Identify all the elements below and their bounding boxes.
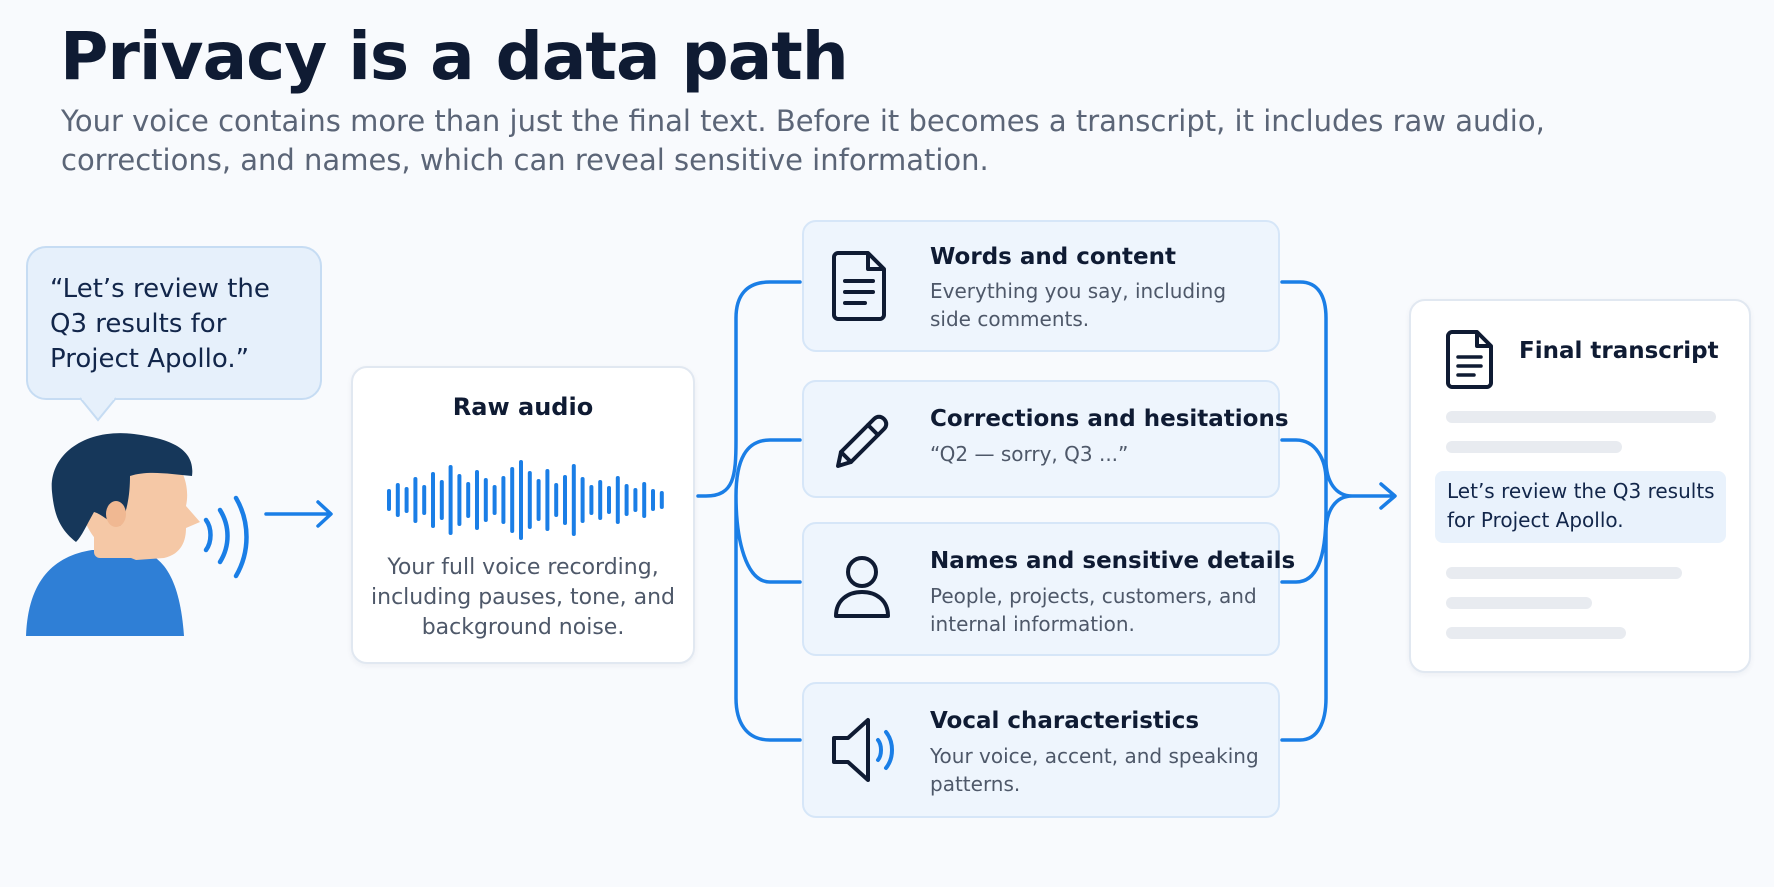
- waveform-bar: [431, 472, 435, 528]
- waveform-bar: [563, 475, 567, 525]
- person-icon: [834, 556, 890, 618]
- text-placeholder-line: [1446, 411, 1716, 423]
- text-placeholder-line: [1446, 441, 1622, 453]
- waveform-bar: [571, 464, 576, 536]
- category-card-names: Names and sensitive details People, proj…: [802, 522, 1295, 656]
- waveform-bar: [545, 469, 550, 531]
- waveform-bar: [422, 485, 427, 515]
- speaking-person-icon: [26, 433, 249, 636]
- waveform-bar: [633, 488, 638, 512]
- waveform-bar: [413, 477, 418, 523]
- category-description: Your voice, accent, and speaking pattern…: [930, 744, 1259, 796]
- waveform-bar: [580, 477, 585, 523]
- category-description: Everything you say, including side comme…: [930, 279, 1227, 331]
- raw-audio-description: Your full voice recording, including pau…: [371, 555, 675, 640]
- category-title: Words and content: [930, 244, 1176, 270]
- waveform-bar: [475, 470, 479, 530]
- arrow-to-raw-audio: [264, 500, 333, 528]
- waveform-bar: [492, 485, 497, 515]
- waveform-icon: [387, 460, 664, 540]
- text-placeholder-line: [1446, 627, 1626, 639]
- speech-bubble-quote: “Let’s review the Q3 results for Project…: [50, 274, 270, 374]
- waveform-bar: [439, 480, 444, 520]
- waveform-bar: [624, 484, 629, 516]
- raw-audio-card: Raw audio Your full voice recording, inc…: [351, 366, 695, 664]
- waveform-bar: [589, 485, 594, 515]
- text-placeholder-line: [1446, 567, 1682, 579]
- waveform-bar: [615, 476, 620, 524]
- category-title: Vocal characteristics: [930, 708, 1200, 734]
- transcript-highlight-text: Let’s review the Q3 results for Project …: [1447, 479, 1715, 532]
- category-description: People, projects, customers, and interna…: [930, 584, 1257, 636]
- final-transcript-title: Final transcript: [1519, 338, 1719, 364]
- waveform-bar: [483, 478, 488, 522]
- waveform-bar: [457, 474, 462, 526]
- page-title: Privacy is a data path: [60, 18, 849, 95]
- category-title: Names and sensitive details: [930, 548, 1296, 574]
- final-transcript-card: Final transcript Let’s review the Q3 res…: [1409, 299, 1751, 673]
- waveform-bar: [642, 482, 647, 518]
- category-title: Corrections and hesitations: [930, 406, 1289, 432]
- waveform-bar: [659, 491, 664, 509]
- speech-bubble: “Let’s review the Q3 results for Project…: [26, 246, 322, 400]
- transcript-highlight: Let’s review the Q3 results for Project …: [1435, 471, 1726, 543]
- waveform-bar: [395, 483, 400, 517]
- waveform-bar: [651, 489, 655, 511]
- category-description: “Q2 — sorry, Q3 ...”: [930, 442, 1129, 466]
- text-placeholder-line: [1446, 597, 1592, 609]
- waveform-bar: [404, 487, 409, 513]
- speech-bubble-tail: [79, 395, 117, 422]
- connector-raw-to-categories: [696, 280, 802, 742]
- waveform-bar: [510, 467, 515, 533]
- category-card-vocal: Vocal characteristics Your voice, accent…: [802, 682, 1280, 818]
- document-icon: [1446, 330, 1493, 389]
- waveform-bar: [527, 471, 532, 529]
- waveform-bar: [607, 486, 611, 514]
- waveform-bar: [448, 465, 453, 535]
- page-subtitle: Your voice contains more than just the f…: [61, 104, 1545, 177]
- waveform-bar: [387, 489, 391, 511]
- raw-audio-title: Raw audio: [452, 393, 594, 421]
- waveform-bar: [598, 480, 603, 520]
- document-icon: [832, 251, 886, 321]
- connector-categories-to-final: [1280, 280, 1397, 742]
- pencil-icon: [836, 414, 889, 468]
- category-card-corrections: Corrections and hesitations “Q2 — sorry,…: [802, 380, 1289, 498]
- waveform-bar: [554, 483, 559, 517]
- category-card-words: Words and content Everything you say, in…: [802, 220, 1280, 352]
- waveform-bar: [519, 460, 523, 540]
- waveform-bar: [536, 479, 541, 521]
- waveform-bar: [501, 476, 506, 524]
- waveform-bar: [466, 482, 471, 518]
- speaker-icon: [832, 718, 894, 782]
